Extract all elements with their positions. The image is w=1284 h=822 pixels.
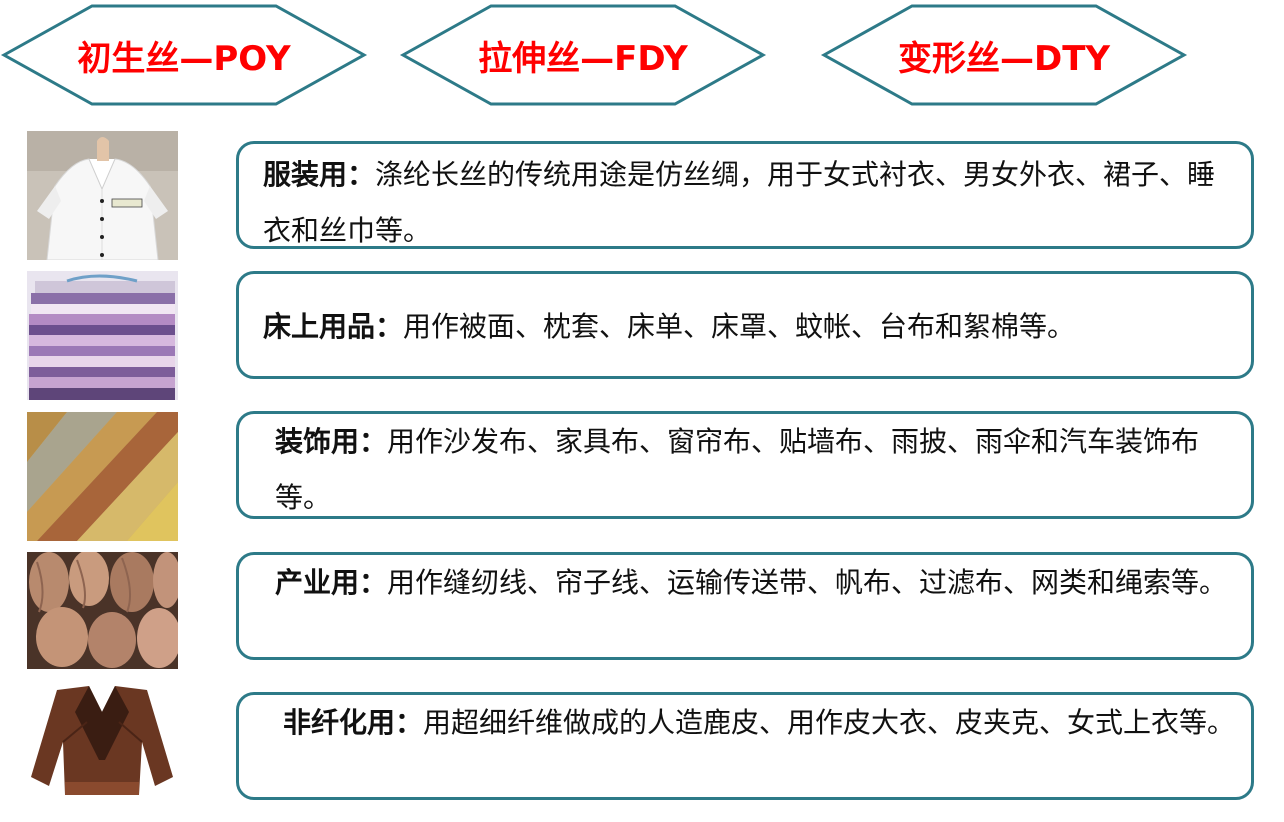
use-box-nonfiber: 非纤化用：用超细纤维做成的人造鹿皮、用作皮大衣、皮夹克、女式上衣等。 <box>236 692 1254 800</box>
use-description: 用作被面、枕套、床单、床罩、蚊帐、台布和絮棉等。 <box>403 310 1076 343</box>
use-heading: 非纤化用： <box>283 706 424 739</box>
banner-label: 初生丝—POY <box>77 38 291 79</box>
banner-label: 变形丝—DTY <box>897 38 1111 79</box>
leather-jacket-photo <box>27 682 178 799</box>
use-description: 用超细纤维做成的人造鹿皮、用作皮大衣、皮夹克、女式上衣等。 <box>423 706 1236 739</box>
use-text-nonfiber: 非纤化用：用超细纤维做成的人造鹿皮、用作皮大衣、皮夹克、女式上衣等。 <box>283 695 1241 751</box>
use-box-bedding: 床上用品：用作被面、枕套、床单、床罩、蚊帐、台布和絮棉等。 <box>236 271 1254 379</box>
use-box-industrial: 产业用：用作缝纫线、帘子线、运输传送带、帆布、过滤布、网类和绳索等。 <box>236 552 1254 660</box>
diamond-banner-shape <box>820 4 1188 106</box>
use-heading: 床上用品： <box>263 310 404 343</box>
banner-label: 拉伸丝—FDY <box>478 38 688 79</box>
use-heading: 装饰用： <box>275 425 388 458</box>
folded-bedding-photo <box>27 271 178 400</box>
use-box-clothing: 服装用：涤纶长丝的传统用途是仿丝绸，用于女式衬衣、男女外衣、裙子、睡衣和丝巾等。 <box>236 141 1254 249</box>
diamond-banner-shape <box>0 4 368 106</box>
yarn-skeins-photo <box>27 552 178 669</box>
banner-dty: 变形丝—DTY <box>820 2 1188 108</box>
banner-fdy: 拉伸丝—FDY <box>399 2 767 108</box>
use-text-industrial: 产业用：用作缝纫线、帘子线、运输传送带、帆布、过滤布、网类和绳索等。 <box>275 555 1241 611</box>
use-heading: 服装用： <box>263 158 376 191</box>
use-description: 用作缝纫线、帘子线、运输传送带、帆布、过滤布、网类和绳索等。 <box>387 566 1228 599</box>
use-description: 涤纶长丝的传统用途是仿丝绸，用于女式衬衣、男女外衣、裙子、睡衣和丝巾等。 <box>263 158 1216 247</box>
banner-poy: 初生丝—POY <box>0 2 368 108</box>
use-description: 用作沙发布、家具布、窗帘布、贴墙布、雨披、雨伞和汽车装饰布等。 <box>275 425 1200 514</box>
use-text-decoration: 装饰用：用作沙发布、家具布、窗帘布、贴墙布、雨披、雨伞和汽车装饰布等。 <box>275 414 1241 526</box>
white-blouse-photo <box>27 131 178 260</box>
use-text-bedding: 床上用品：用作被面、枕套、床单、床罩、蚊帐、台布和絮棉等。 <box>263 299 1241 355</box>
use-box-decoration: 装饰用：用作沙发布、家具布、窗帘布、贴墙布、雨披、雨伞和汽车装饰布等。 <box>236 411 1254 519</box>
diamond-banner-shape <box>399 4 767 106</box>
use-text-clothing: 服装用：涤纶长丝的传统用途是仿丝绸，用于女式衬衣、男女外衣、裙子、睡衣和丝巾等。 <box>263 147 1241 259</box>
upholstery-fabric-photo <box>27 412 178 541</box>
use-heading: 产业用： <box>275 566 388 599</box>
